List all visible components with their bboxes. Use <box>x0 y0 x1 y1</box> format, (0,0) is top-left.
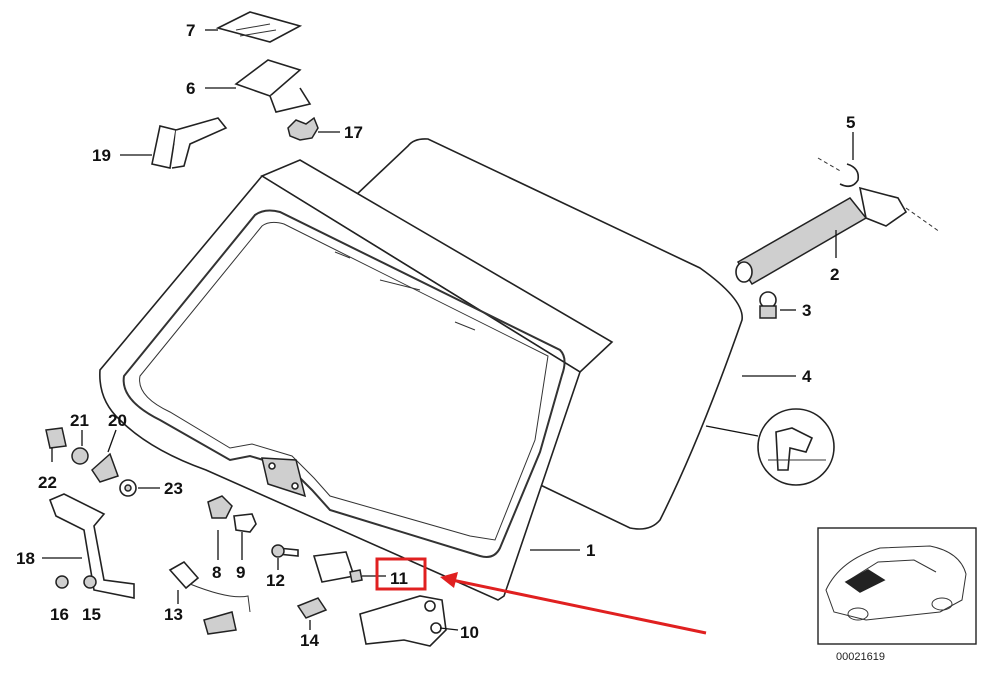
callout-11: 11 <box>390 569 408 588</box>
bracket-7-part <box>215 11 303 43</box>
red-arrow <box>440 572 707 635</box>
callout-4: 4 <box>802 367 812 386</box>
callout-17: 17 <box>344 123 363 142</box>
bracket-18-part <box>48 493 135 599</box>
ball-stud-part <box>759 291 777 319</box>
callout-10: 10 <box>460 623 479 642</box>
lock-actuator-11-part <box>312 551 363 583</box>
tailgate-frame-part <box>99 159 614 601</box>
connector-14-part <box>296 597 328 619</box>
highlight-box <box>375 557 427 591</box>
callout-20: 20 <box>108 411 127 430</box>
figure-code: 00021619 <box>836 651 885 663</box>
latch-10-part <box>359 595 447 647</box>
callout-15: 15 <box>82 605 101 624</box>
switch-13-part <box>168 560 251 635</box>
callout-18: 18 <box>16 549 35 568</box>
callout-9: 9 <box>236 563 245 582</box>
callout-3: 3 <box>802 301 811 320</box>
callout-23: 23 <box>164 479 183 498</box>
callout-2: 2 <box>830 265 839 284</box>
fasteners-8-9-12 <box>207 495 299 558</box>
location-inset <box>817 527 977 645</box>
callout-7: 7 <box>186 21 195 40</box>
callout-14: 14 <box>300 631 319 650</box>
callout-12: 12 <box>266 571 285 590</box>
leader-lines <box>42 29 854 631</box>
callout-13: 13 <box>164 605 183 624</box>
bracket-19-part <box>151 117 228 169</box>
callout-labels: 1 2 3 4 5 6 7 8 9 10 11 12 13 14 15 16 1… <box>16 21 855 650</box>
callout-8: 8 <box>212 563 221 582</box>
bracket-6-part <box>234 59 312 113</box>
callout-22: 22 <box>38 473 57 492</box>
callout-16: 16 <box>50 605 69 624</box>
gas-strut-part <box>735 186 941 286</box>
callout-5: 5 <box>846 113 855 132</box>
callout-21: 21 <box>70 411 89 430</box>
callout-1: 1 <box>586 541 595 560</box>
callout-19: 19 <box>92 146 111 165</box>
circlip-part <box>817 157 860 188</box>
small-parts-20-23 <box>45 427 137 497</box>
nut-17-part <box>287 116 319 141</box>
callout-6: 6 <box>186 79 195 98</box>
seal-detail-part <box>757 408 835 486</box>
